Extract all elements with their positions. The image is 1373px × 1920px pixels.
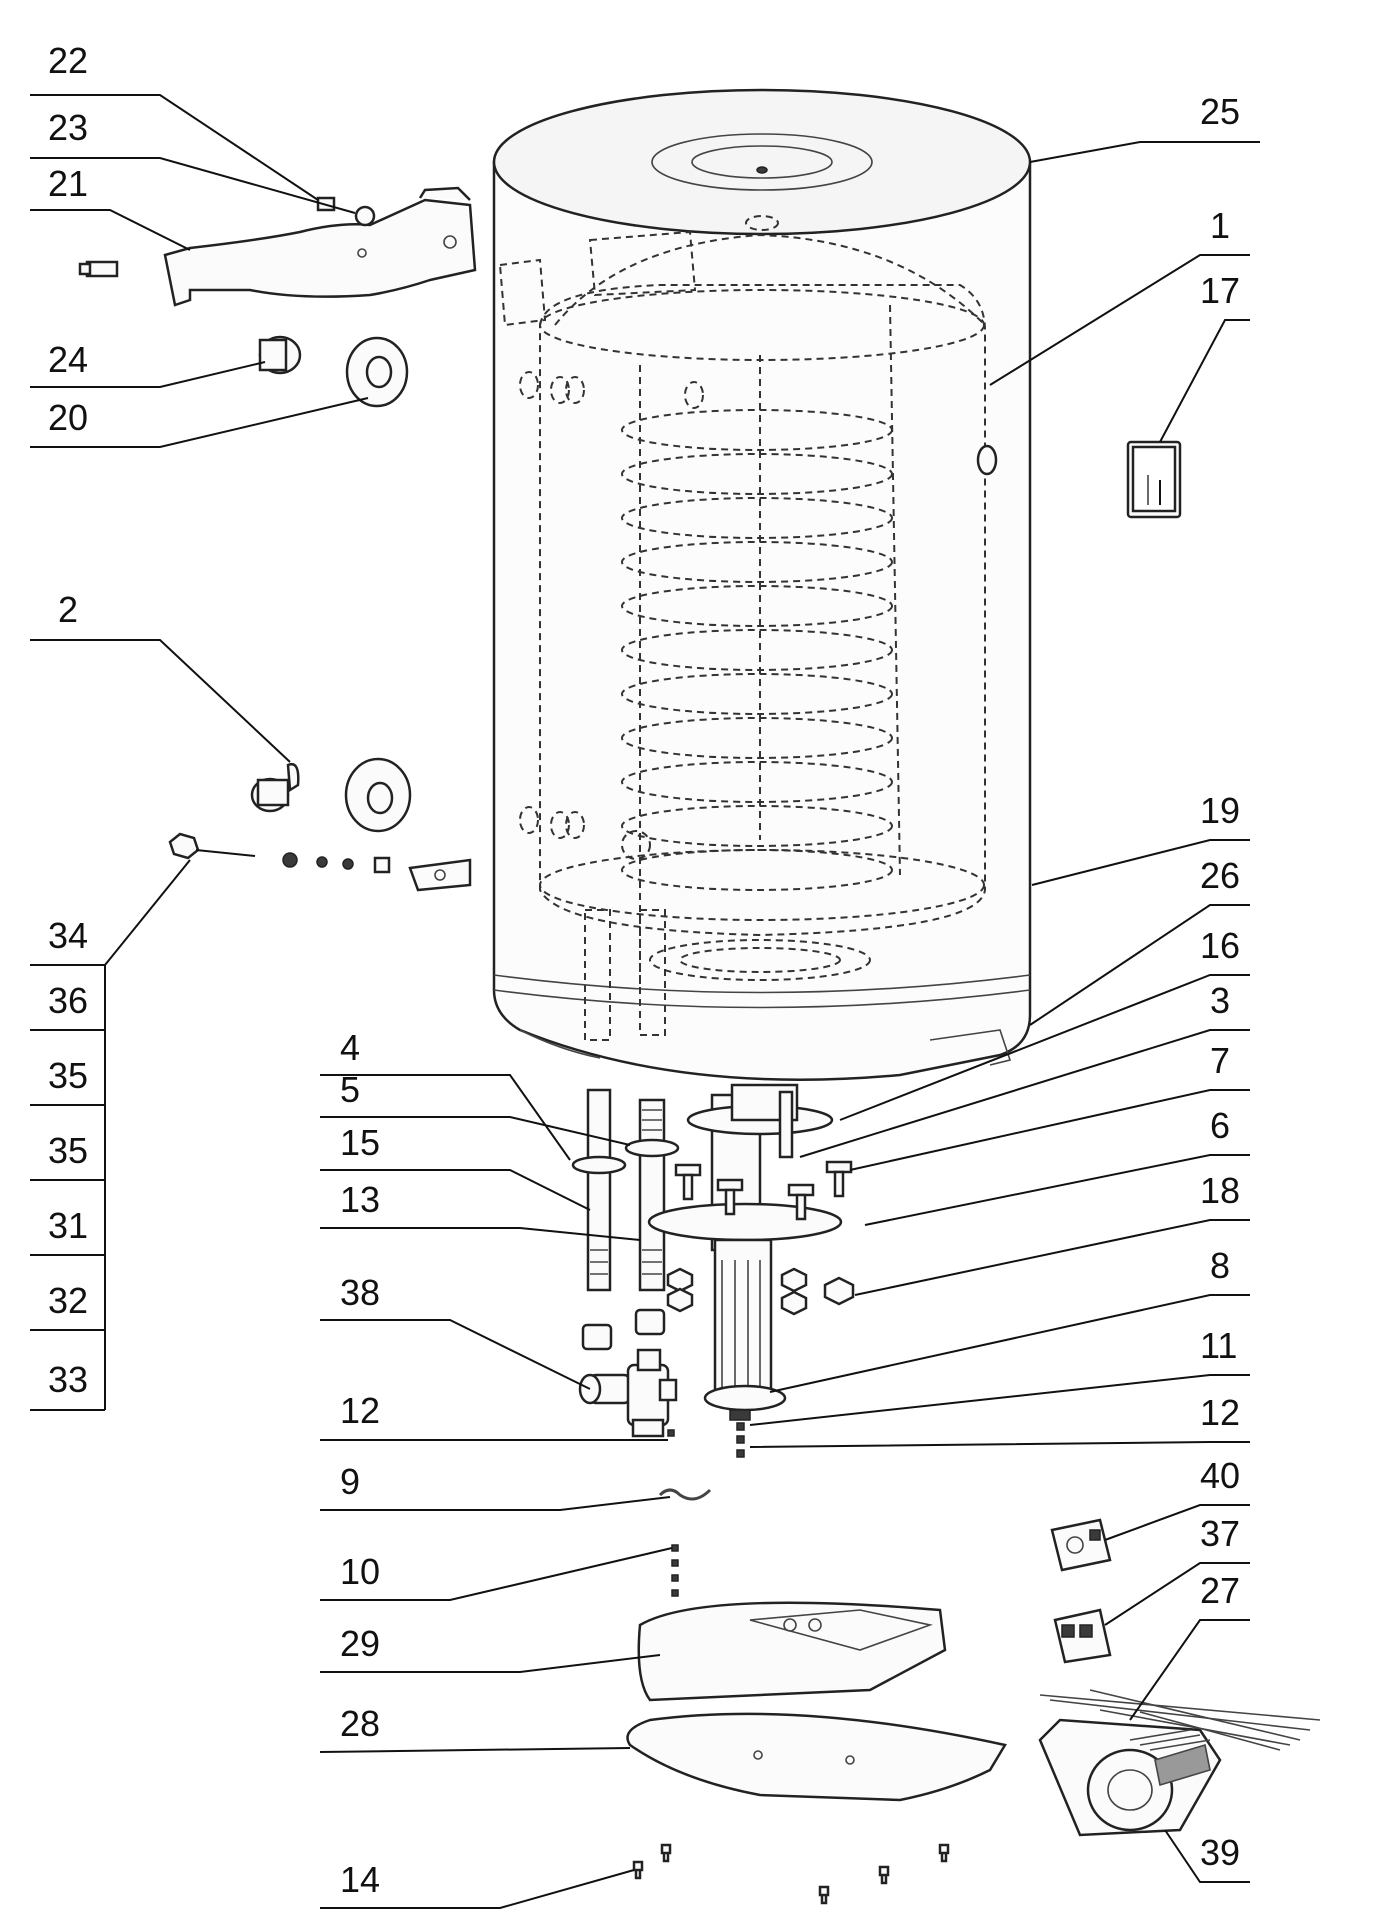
coil-loop [621, 805, 893, 847]
callout-34: 34 [48, 915, 88, 956]
callout-labels: 22 23 21 24 20 2 34 36 35 35 31 32 33 4 … [48, 40, 1240, 1900]
callout-23: 23 [48, 107, 88, 148]
cap-and-collar-top [258, 335, 409, 408]
callout-37: 37 [1200, 1513, 1240, 1554]
callout-31: 31 [48, 1205, 88, 1246]
callout-15: 15 [340, 1122, 380, 1163]
callout-33: 33 [48, 1359, 88, 1400]
callout-27: 27 [1200, 1570, 1240, 1611]
coil-loop [621, 585, 893, 627]
drain-valve-assembly [168, 757, 472, 892]
coil-loop [621, 673, 893, 715]
inlet-outlet-pipes [571, 1088, 680, 1292]
callout-5: 5 [340, 1069, 360, 1110]
inner-rods [519, 304, 998, 1041]
callout-3: 3 [1210, 980, 1230, 1021]
callout-1: 1 [1210, 205, 1230, 246]
callout-17: 17 [1200, 270, 1240, 311]
callout-28: 28 [340, 1703, 380, 1744]
callout-19: 19 [1200, 790, 1240, 831]
coil-loop [621, 717, 893, 759]
callout-35: 35 [48, 1055, 88, 1096]
coil-loop [621, 761, 893, 803]
callout-21: 21 [48, 163, 88, 204]
coil-loop [621, 849, 893, 891]
callout-11: 11 [1200, 1325, 1237, 1366]
callout-13: 13 [340, 1179, 380, 1220]
callout-38: 38 [340, 1272, 380, 1313]
callout-24: 24 [48, 339, 88, 380]
callout-20: 20 [48, 397, 88, 438]
coil-loop [621, 497, 893, 539]
callout-18: 18 [1200, 1170, 1240, 1211]
control-cover [637, 1601, 947, 1702]
callout-9: 9 [340, 1461, 360, 1502]
callout-4: 4 [340, 1027, 360, 1068]
callout-22: 22 [48, 40, 88, 81]
callout-7: 7 [1210, 1040, 1230, 1081]
callout-29: 29 [340, 1623, 380, 1664]
control-switch [1050, 1518, 1112, 1572]
callout-25: 25 [1200, 91, 1240, 132]
heating-flange-assembly [647, 1083, 855, 1412]
wiring-harness [1039, 1689, 1321, 1751]
safety-valve [578, 1308, 678, 1438]
callout-6: 6 [1210, 1105, 1230, 1146]
callout-2: 2 [58, 589, 78, 630]
callout-16: 16 [1200, 925, 1240, 966]
display-panel [1126, 440, 1182, 519]
bottom-tray [626, 1712, 1007, 1802]
callout-8: 8 [1210, 1245, 1230, 1286]
water-heater-tank [492, 88, 1032, 1081]
terminal-block [1053, 1608, 1112, 1664]
callout-40: 40 [1200, 1455, 1240, 1496]
mounting-bracket-top [78, 186, 477, 307]
callout-39: 39 [1200, 1832, 1240, 1873]
callout-12: 12 [1200, 1392, 1240, 1433]
callout-14: 14 [340, 1859, 380, 1900]
base-screws [632, 1843, 950, 1905]
callout-35: 35 [48, 1130, 88, 1171]
callout-26: 26 [1200, 855, 1240, 896]
callout-12: 12 [340, 1390, 380, 1431]
coil-loop [621, 629, 893, 671]
callout-10: 10 [340, 1551, 380, 1592]
coil-loop [621, 541, 893, 583]
small-fasteners [658, 1409, 751, 1597]
callout-36: 36 [48, 980, 88, 1021]
leader-lines [30, 94, 1250, 1909]
fan-unit [1038, 1718, 1222, 1837]
callout-32: 32 [48, 1280, 88, 1321]
